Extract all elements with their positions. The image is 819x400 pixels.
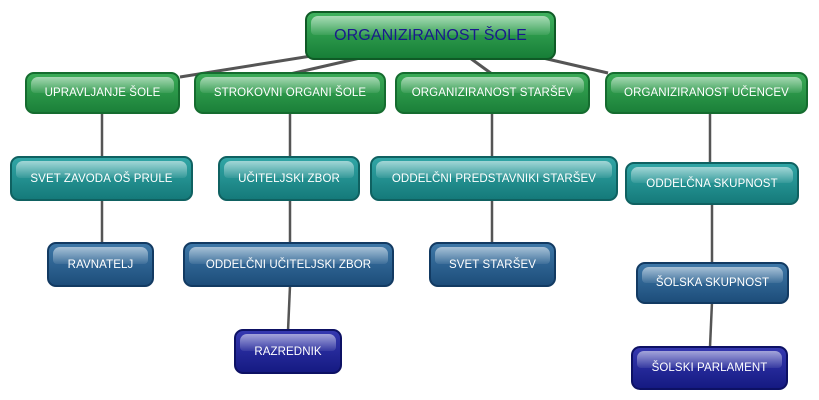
- node-oddelcni-predstavniki: ODDELČNI PREDSTAVNIKI STARŠEV: [370, 156, 618, 201]
- node-label: SVET ZAVODA OŠ PRULE: [30, 172, 173, 185]
- root-label: ORGANIZIRANOST ŠOLE: [334, 26, 527, 44]
- branch-strokovni-organi: STROKOVNI ORGANI ŠOLE: [194, 72, 386, 114]
- node-label: ODDELČNI PREDSTAVNIKI STARŠEV: [391, 172, 597, 185]
- node-solski-parlament: ŠOLSKI PARLAMENT: [631, 346, 788, 390]
- node-oddelcni-uciteljski-zbor: ODDELČNI UČITELJSKI ZBOR: [183, 242, 394, 287]
- branch-ucenci: ORGANIZIRANOST UČENCEV: [605, 72, 808, 114]
- node-oddelcna-skupnost: ODDELČNA SKUPNOST: [625, 162, 799, 205]
- branch-label: ORGANIZIRANOST STARŠEV: [411, 87, 574, 99]
- node-label: ODDELČNA SKUPNOST: [646, 177, 778, 190]
- connector-root-branch-3: [469, 56, 493, 76]
- node-label: RAVNATELJ: [67, 258, 134, 271]
- node-label: ŠOLSKA SKUPNOST: [655, 277, 770, 289]
- node-label: SVET STARŠEV: [448, 258, 537, 271]
- branch-label: UPRAVLJANJE ŠOLE: [44, 87, 161, 99]
- branch-upravljanje: UPRAVLJANJE ŠOLE: [25, 72, 180, 114]
- connector-b2-c3: [286, 285, 292, 332]
- node-razrednik: RAZREDNIK: [234, 329, 342, 374]
- node-ravnatelj: RAVNATELJ: [47, 242, 154, 287]
- root-node: ORGANIZIRANOST ŠOLE: [305, 11, 556, 60]
- node-svet-zavoda: SVET ZAVODA OŠ PRULE: [10, 156, 193, 201]
- node-label: UČITELJSKI ZBOR: [238, 172, 340, 185]
- node-label: RAZREDNIK: [254, 345, 322, 358]
- connector-root-branch-2: [289, 56, 361, 76]
- node-svet-starsev: SVET STARŠEV: [429, 242, 556, 287]
- node-label: ŠOLSKI PARLAMENT: [651, 362, 768, 374]
- node-uciteljski-zbor: UČITELJSKI ZBOR: [218, 156, 360, 201]
- branch-label: ORGANIZIRANOST UČENCEV: [624, 87, 789, 99]
- connector-b4-c3: [708, 301, 714, 348]
- node-label: ODDELČNI UČITELJSKI ZBOR: [205, 258, 372, 271]
- node-solska-skupnost: ŠOLSKA SKUPNOST: [636, 262, 789, 304]
- branch-starsi: ORGANIZIRANOST STARŠEV: [395, 72, 590, 114]
- branch-label: STROKOVNI ORGANI ŠOLE: [213, 87, 367, 99]
